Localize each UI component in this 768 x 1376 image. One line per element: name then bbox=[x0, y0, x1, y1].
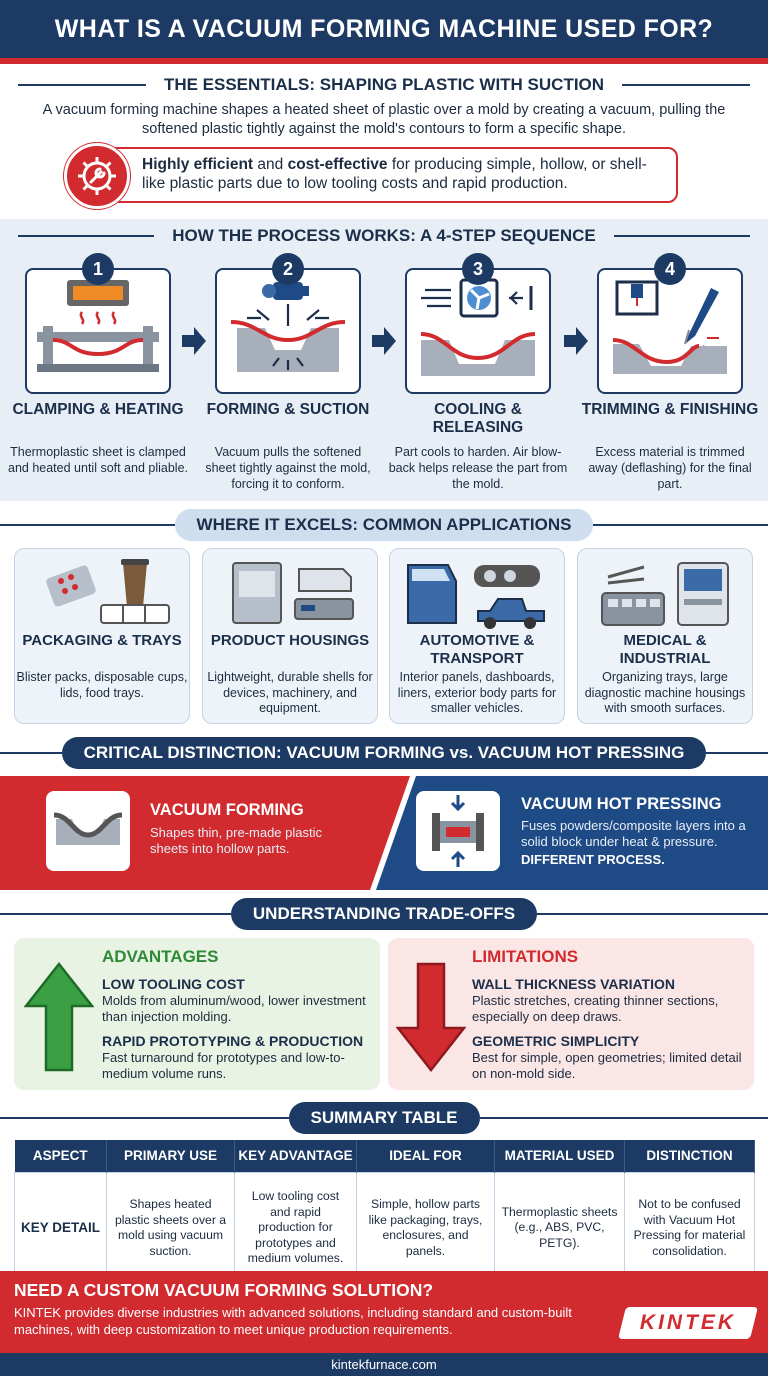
website-link[interactable]: kintekfurnace.com bbox=[331, 1357, 437, 1372]
limitations-title: LIMITATIONS bbox=[472, 947, 579, 966]
step-2-number: 2 bbox=[272, 253, 304, 285]
arrow-right-icon bbox=[372, 327, 396, 355]
table-header: MATERIAL USED bbox=[494, 1140, 625, 1172]
vacuum-forming-title: VACUUM FORMING bbox=[150, 801, 304, 819]
table-header: IDEAL FOR bbox=[356, 1140, 495, 1172]
app-title-medical: MEDICAL & INDUSTRIAL bbox=[619, 632, 711, 667]
table-row: KEY DETAIL Shapes heated plastic sheets … bbox=[14, 1171, 755, 1285]
arrow-right-icon bbox=[182, 327, 206, 355]
footer-bar bbox=[0, 1353, 768, 1376]
hot-pressing-note: DIFFERENT PROCESS. bbox=[521, 852, 665, 867]
advantages-card bbox=[14, 938, 380, 1090]
cta-title: NEED A CUSTOM VACUUM FORMING SOLUTION? bbox=[14, 1280, 434, 1300]
distinction-heading: CRITICAL DISTINCTION: VACUUM FORMING vs.… bbox=[0, 737, 768, 769]
table-cell: Low tooling cost and rapid production fo… bbox=[234, 1171, 357, 1285]
summary-heading: SUMMARY TABLE bbox=[0, 1102, 768, 1134]
app-desc-packaging: Blister packs, disposable cups, lids, fo… bbox=[16, 670, 188, 700]
advantage-1-title: LOW TOOLING COST bbox=[102, 976, 245, 992]
app-desc-housings: Lightweight, durable shells for devices,… bbox=[207, 670, 373, 715]
process-heading: HOW THE PROCESS WORKS: A 4-STEP SEQUENCE bbox=[0, 224, 768, 248]
automotive-icon bbox=[407, 564, 545, 629]
table-header-row: ASPECT PRIMARY USE KEY ADVANTAGE IDEAL F… bbox=[14, 1140, 755, 1172]
advantage-2-title: RAPID PROTOTYPING & PRODUCTION bbox=[102, 1033, 364, 1049]
step-1-number: 1 bbox=[82, 253, 114, 285]
app-card-packaging bbox=[14, 548, 190, 724]
table-cell: Not to be confused with Vacuum Hot Press… bbox=[624, 1171, 755, 1285]
trimming-knife-icon bbox=[612, 280, 727, 374]
app-card-housings bbox=[202, 548, 378, 724]
step-4-card bbox=[597, 268, 743, 394]
step-2-card bbox=[215, 268, 361, 394]
table-header: ASPECT bbox=[14, 1140, 107, 1172]
step-4-number: 4 bbox=[654, 253, 686, 285]
limitation-2-title: GEOMETRIC SIMPLICITY bbox=[472, 1033, 640, 1049]
essentials-heading: THE ESSENTIALS: SHAPING PLASTIC WITH SUC… bbox=[0, 73, 768, 97]
cooling-fan-icon bbox=[420, 278, 536, 376]
heater-clamp-icon bbox=[37, 280, 159, 372]
step-1-title: CLAMPING & HEATING bbox=[12, 401, 184, 418]
arrow-up-icon bbox=[24, 962, 94, 1072]
step-1-desc: Thermoplastic sheet is clamped and heate… bbox=[8, 445, 188, 475]
table-cell: KEY DETAIL bbox=[14, 1171, 107, 1285]
limitation-2-desc: Best for simple, open geometries; limite… bbox=[472, 1050, 742, 1081]
applications-heading: WHERE IT EXCELS: COMMON APPLICATIONS bbox=[0, 509, 768, 541]
medical-icon bbox=[601, 562, 729, 626]
title-stripe bbox=[0, 58, 768, 64]
table-header: KEY ADVANTAGE bbox=[234, 1140, 357, 1172]
limitation-1-title: WALL THICKNESS VARIATION bbox=[472, 976, 675, 992]
app-title-automotive: AUTOMOTIVE & TRANSPORT bbox=[419, 632, 535, 667]
app-title-packaging: PACKAGING & TRAYS bbox=[22, 632, 182, 649]
limitation-1-desc: Plastic stretches, creating thinner sect… bbox=[472, 993, 719, 1024]
table-header: DISTINCTION bbox=[624, 1140, 755, 1172]
cta-description: KINTEK provides diverse industries with … bbox=[14, 1305, 572, 1337]
app-card-automotive bbox=[389, 548, 565, 724]
step-4-desc: Excess material is trimmed away (deflash… bbox=[588, 445, 752, 491]
table-cell: Thermoplastic sheets (e.g., ABS, PVC, PE… bbox=[494, 1171, 625, 1285]
vacuum-pump-icon bbox=[230, 282, 346, 372]
step-3-title: COOLING & RELEASING bbox=[432, 401, 524, 436]
app-title-housings: PRODUCT HOUSINGS bbox=[210, 632, 370, 649]
summary-table: ASPECT PRIMARY USE KEY ADVANTAGE IDEAL F… bbox=[14, 1140, 755, 1285]
table-header: PRIMARY USE bbox=[106, 1140, 235, 1172]
arrow-down-icon bbox=[396, 962, 466, 1072]
step-2-desc: Vacuum pulls the softened sheet tightly … bbox=[205, 445, 371, 491]
hot-pressing-title: VACUUM HOT PRESSING bbox=[521, 795, 722, 813]
step-1-card bbox=[25, 268, 171, 394]
advantage-1-desc: Molds from aluminum/wood, lower investme… bbox=[102, 993, 366, 1024]
step-3-card bbox=[405, 268, 551, 394]
packaging-icon bbox=[46, 559, 170, 624]
hot-pressing-icon bbox=[416, 791, 500, 871]
efficiency-text: Highly efficient and cost-effective for … bbox=[142, 156, 647, 192]
advantage-2-desc: Fast turnaround for prototypes and low-t… bbox=[102, 1050, 345, 1081]
step-2-title: FORMING & SUCTION bbox=[206, 401, 370, 418]
step-4-title: TRIMMING & FINISHING bbox=[581, 401, 759, 418]
vacuum-forming-icon bbox=[46, 791, 130, 871]
kintek-logo: KINTEK bbox=[618, 1307, 758, 1339]
essentials-text: A vacuum forming machine shapes a heated… bbox=[42, 102, 726, 137]
app-desc-automotive: Interior panels, dashboards, liners, ext… bbox=[397, 670, 557, 715]
title-bar: WHAT IS A VACUUM FORMING MACHINE USED FO… bbox=[0, 0, 768, 58]
app-card-medical bbox=[577, 548, 753, 724]
page-title: WHAT IS A VACUUM FORMING MACHINE USED FO… bbox=[54, 15, 714, 43]
app-desc-medical: Organizing trays, large diagnostic machi… bbox=[584, 670, 746, 715]
advantages-title: ADVANTAGES bbox=[102, 947, 219, 966]
arrow-right-icon bbox=[564, 327, 588, 355]
table-cell: Shapes heated plastic sheets over a mold… bbox=[106, 1171, 235, 1285]
gear-wrench-icon bbox=[64, 143, 130, 209]
efficiency-callout bbox=[74, 147, 678, 203]
table-cell: Simple, hollow parts like packaging, tra… bbox=[356, 1171, 495, 1285]
limitations-card bbox=[388, 938, 754, 1090]
housing-icon bbox=[232, 562, 354, 624]
hot-pressing-desc: Fuses powders/composite layers into a so… bbox=[521, 818, 746, 849]
tradeoffs-heading: UNDERSTANDING TRADE-OFFS bbox=[0, 898, 768, 930]
vacuum-forming-desc: Shapes thin, pre-made plastic sheets int… bbox=[150, 825, 322, 856]
step-3-number: 3 bbox=[462, 253, 494, 285]
step-3-desc: Part cools to harden. Air blow-back help… bbox=[388, 445, 568, 491]
